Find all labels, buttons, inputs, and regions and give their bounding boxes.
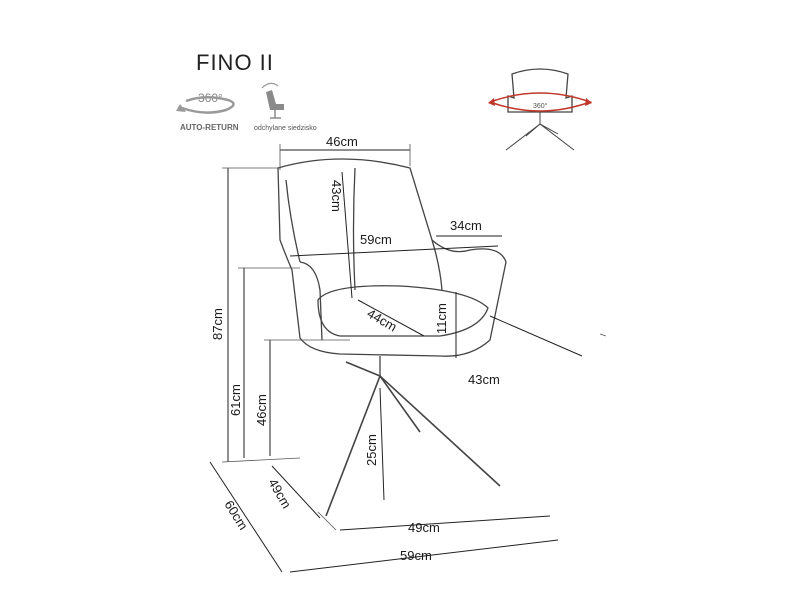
chair-drawing [277,158,507,517]
leg-back-right [379,375,501,487]
dim-seat-height: 46cm [254,394,269,426]
dimension-lines: 46cm 43cm 59cm 34cm 44cm 11cm 43cm 87cm … [209,134,607,573]
recline-caption: odchylane siedzisko [254,125,317,132]
dim-arm-height: 61cm [228,384,243,416]
dim-base-depth: 49cm [265,476,294,511]
dim-overall-width: 59cm [360,232,392,247]
dim-top-width: 46cm [326,134,358,149]
dim-side-depth: 43cm [468,372,500,387]
dim-base-width: 49cm [408,520,440,535]
leg-front-left [325,375,381,517]
thumbnail-rotation-label: 360° [533,102,548,110]
recline-seat-icon: odchylane siedzisko [254,82,317,132]
dim-back-height: 43cm [329,180,344,212]
rotation-thumbnail: 360° [488,68,593,151]
leg-front-right [379,375,421,433]
dim-seat-depth: 44cm [365,306,400,335]
dim-arm-width: 34cm [450,218,482,233]
auto-return-caption: AUTO-RETURN [180,123,239,132]
dim-total-height: 87cm [210,308,225,340]
dim-arm-above-seat: 11cm [434,303,449,334]
dim-bottom-width: 59cm [400,548,432,563]
leg-back-left [345,361,381,377]
rotation-360-icon: 360° AUTO-RETURN [176,91,239,132]
dim-overall-depth: 60cm [221,498,251,533]
dim-leg-height: 25cm [364,434,379,466]
product-title: FINO II [196,50,274,75]
